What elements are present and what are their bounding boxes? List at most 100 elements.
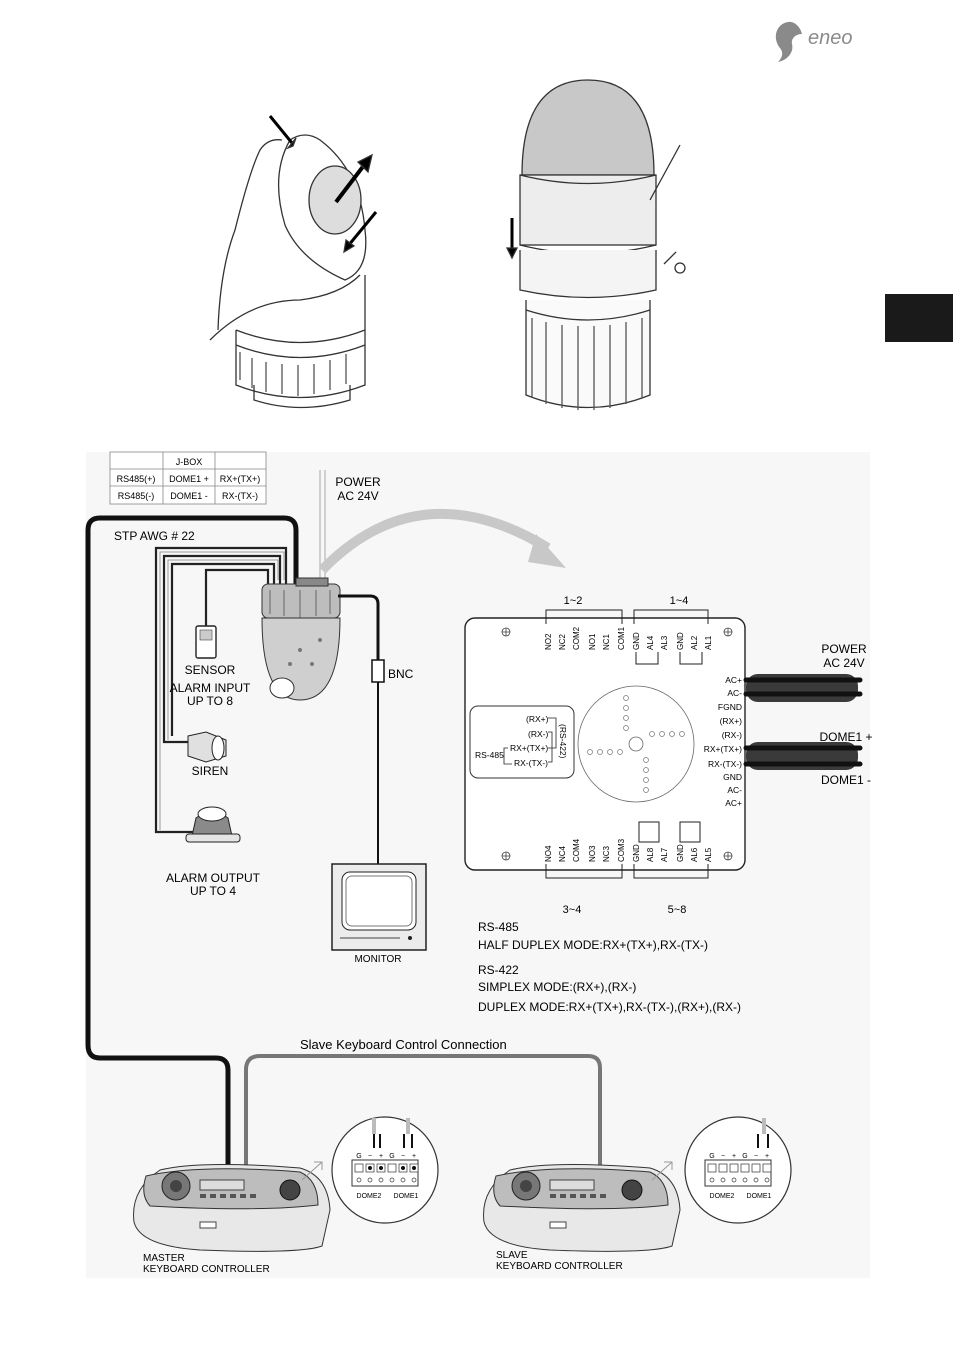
terminal-label: AC+ [725,675,742,685]
slave-cable [244,1054,602,1180]
pin-label: NC2 [558,633,567,650]
jbox-cell: RX-(TX-) [222,491,258,501]
terminal-label: FGND [718,702,742,712]
group-label: 1~2 [564,595,583,607]
power-voltage-right: AC 24V [823,656,864,670]
pin-label: − [721,1153,725,1160]
chapter-tab [885,294,953,342]
slave-terminal-detail: G − + G − + DOME2 DOME1 [684,1116,792,1224]
right-terminal-labels: AC+ AC- FGND (RX+) (RX-) RX+(TX+) RX-(TX… [704,675,742,808]
dome1-minus-label: DOME1 - [821,773,871,787]
pin-label: NC1 [602,633,611,650]
jbox-cell: RS485(+) [117,474,156,484]
group-label: 1~4 [670,595,689,607]
pin-label: AL3 [660,635,669,650]
pin-label: AL6 [690,847,699,862]
terminal-label: AC- [727,785,742,795]
pin-label: GND [676,632,685,650]
pin-label: NO4 [544,845,553,862]
pin-label: AL1 [704,635,713,650]
pin-label: + [765,1153,769,1160]
rs-inner-term: (RX+) [526,714,549,724]
terminal-label: RX-(TX-) [708,759,742,769]
siren-label: SIREN [192,764,229,778]
alarm-input-count: UP TO 8 [187,694,233,708]
rs-inner-term: RX-(TX-) [514,758,548,768]
master-terminal-detail: G − + G − + DOME2 DOME1 [331,1116,439,1224]
pin-label: + [412,1153,416,1160]
peripheral-wires [154,546,288,834]
pin-label: GND [632,632,641,650]
note-rs485-line: HALF DUPLEX MODE:RX+(TX+),RX-(TX-) [478,938,708,952]
master-keyboard [133,1163,331,1252]
pin-label: G [709,1153,714,1160]
eneo-logo: eneo [775,21,853,62]
pin-label: AL2 [690,635,699,650]
power-label-top: POWER [335,475,381,489]
power-voltage-top: AC 24V [337,489,378,503]
terminal-label: AC- [727,688,742,698]
bnc-cable [338,594,380,660]
jbox-cell: DOME1 - [170,491,208,501]
stp-label: STP AWG # 22 [114,529,195,543]
dome1-plus-label: DOME1 + [819,730,872,744]
terminal-label: AC+ [725,798,742,808]
pin-label: NC3 [602,845,611,862]
slave-connection-label: Slave Keyboard Control Connection [300,1037,507,1052]
dome-removal-illustration [209,115,378,409]
alarm-input-label: ALARM INPUT [170,681,251,695]
pin-label: − [401,1153,405,1160]
master-label: MASTER [143,1253,185,1264]
pin-label: − [754,1153,758,1160]
terminal-label: (RX+) [720,716,743,726]
slave-keyboard [483,1163,681,1252]
pin-label: G [356,1153,361,1160]
terminal-board: (RX+) (RX-) RX+(TX+) RX-(TX-) RS-485 (RS… [464,617,746,871]
note-rs422-duplex: DUPLEX MODE:RX+(TX+),RX-(TX-),(RX+),(RX-… [478,1000,741,1014]
slave-sublabel: KEYBOARD CONTROLLER [496,1261,623,1272]
dome1-label: DOME1 [747,1193,772,1200]
slave-label: SLAVE [496,1250,528,1261]
bottom-pin-labels: NO4 NC4 COM4 NO3 NC3 COM3 GND AL8 AL7 GN… [544,838,713,862]
sensor-device [195,625,217,659]
rs485-label: RS-485 [475,750,504,760]
pin-label: + [732,1153,736,1160]
pin-label: COM4 [572,838,581,862]
monitor-device [331,863,427,951]
zoom-arrow [318,508,566,574]
sensor-label: SENSOR [185,663,236,677]
group-label: 3~4 [563,904,582,916]
note-rs485-title: RS-485 [478,920,519,934]
right-wire-bundles [743,674,863,770]
top-pin-labels: NO2 NC2 COM2 NO1 NC1 COM1 GND AL4 AL3 GN… [544,626,713,650]
alarm-output-light [185,806,241,843]
dome-camera [261,577,341,701]
note-rs422-title: RS-422 [478,963,519,977]
pin-label: NO1 [588,633,597,650]
dome2-label: DOME2 [710,1193,735,1200]
jbox-header: J-BOX [176,457,203,467]
siren-device [187,731,227,763]
bnc-connector [371,659,385,683]
logo-text: eneo [808,27,853,49]
alarm-output-count: UP TO 4 [190,884,236,898]
pin-label: GND [632,844,641,862]
peripheral-wires-grey [159,551,285,830]
pin-label: GND [676,844,685,862]
pin-label: G [742,1153,747,1160]
pin-label: + [379,1153,383,1160]
dome2-label: DOME2 [357,1193,382,1200]
pin-label: G [389,1153,394,1160]
monitor-label: MONITOR [354,954,401,965]
pin-label: COM2 [572,626,581,650]
terminal-label: RX+(TX+) [704,744,742,754]
dome1-label: DOME1 [394,1193,419,1200]
pin-label: COM1 [617,626,626,650]
terminal-label: GND [723,772,742,782]
board-group-brackets [545,609,709,879]
master-sublabel: KEYBOARD CONTROLLER [143,1264,270,1275]
group-label: 5~8 [668,904,687,916]
stp-cable-master [85,515,299,1180]
pin-label: − [368,1153,372,1160]
